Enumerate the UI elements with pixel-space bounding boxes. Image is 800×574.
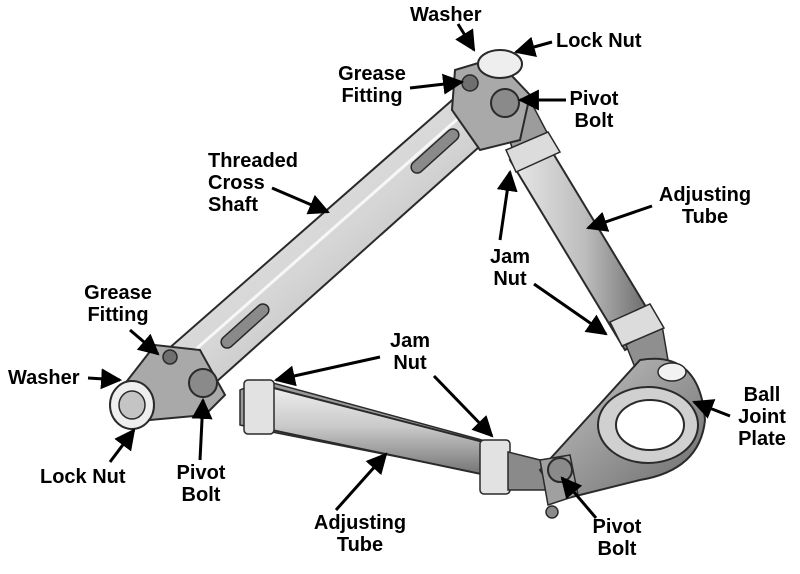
- label-line-1: Adjusting: [313, 512, 407, 534]
- arrow-jam-nut-right-down: [533, 282, 608, 336]
- arrow-washer-top: [455, 23, 476, 52]
- label-line-1: Adjusting: [658, 184, 752, 206]
- arrow-lock-nut-left: [108, 428, 136, 463]
- label-lock-nut-left: Lock Nut: [40, 466, 126, 488]
- label-line-2: Nut: [493, 268, 527, 290]
- label-line-1: Threaded: [208, 150, 299, 172]
- label-line-3: Plate: [738, 428, 786, 450]
- label-line-1: Jam: [389, 330, 431, 352]
- label-washer-top: Washer: [410, 4, 482, 26]
- label-jam-nut-right: Jam Nut: [480, 246, 540, 290]
- label-jam-nut-bottom: Jam Nut: [380, 330, 440, 374]
- arrow-threaded-cross-shaft: [271, 186, 330, 215]
- bottom-pivot-bolt: [539, 454, 579, 519]
- label-line-2: Fitting: [87, 304, 149, 326]
- arrow-adjusting-tube-bottom: [334, 452, 388, 511]
- label-line-2: Tube: [681, 206, 729, 228]
- label-ball-joint-plate: Ball Joint Plate: [724, 384, 800, 450]
- arrow-lock-nut-top: [513, 36, 553, 58]
- label-line-1: Grease: [338, 63, 406, 85]
- arrow-jam-nut-bottom-right: [432, 374, 494, 438]
- label-text: Washer: [410, 4, 482, 26]
- label-text: Lock Nut: [40, 466, 126, 488]
- label-pivot-bolt-bottom: Pivot Bolt: [582, 516, 652, 560]
- arrow-washer-left: [87, 368, 123, 390]
- label-adjusting-tube-bottom: Adjusting Tube: [300, 512, 420, 556]
- adjusting-tube-bottom: [239, 379, 549, 495]
- label-line-2: Bolt: [181, 484, 221, 506]
- label-washer-left: Washer: [8, 367, 80, 389]
- label-line-1: Pivot: [592, 516, 642, 538]
- label-line-2: Tube: [336, 534, 384, 556]
- label-grease-fitting-left: Grease Fitting: [70, 282, 166, 326]
- label-line-1: Grease: [84, 282, 152, 304]
- arrow-adjusting-tube-right: [586, 204, 653, 232]
- arrow-grease-fitting-top: [409, 73, 465, 95]
- label-threaded-cross-shaft: Threaded Cross Shaft: [208, 150, 298, 216]
- arrow-jam-nut-bottom-left: [273, 355, 381, 387]
- adjusting-tube-right: [499, 99, 671, 381]
- label-line-2: Nut: [393, 352, 427, 374]
- label-adjusting-tube-right: Adjusting Tube: [645, 184, 765, 228]
- label-line-1: Pivot: [176, 462, 226, 484]
- label-line-1: Ball: [743, 384, 781, 406]
- arrow-grease-fitting-left: [129, 328, 160, 356]
- arrow-ball-joint-plate: [692, 399, 731, 419]
- label-line-2: Cross: [208, 172, 265, 194]
- label-pivot-bolt-top: Pivot Bolt: [562, 88, 626, 132]
- label-pivot-bolt-left: Pivot Bolt: [166, 462, 236, 506]
- label-line-2: Bolt: [597, 538, 637, 560]
- arrow-pivot-bolt-bottom: [560, 476, 598, 519]
- callout-arrows: [87, 23, 731, 519]
- label-line-2: Fitting: [341, 85, 403, 107]
- label-line-2: Joint: [738, 406, 786, 428]
- label-line-1: Jam: [489, 246, 531, 268]
- label-line-2: Bolt: [574, 110, 614, 132]
- arrow-pivot-bolt-left: [191, 397, 213, 461]
- label-lock-nut-top: Lock Nut: [556, 30, 642, 52]
- ball-joint-plate: [538, 357, 707, 502]
- label-grease-fitting-top: Grease Fitting: [327, 63, 417, 107]
- label-text: Lock Nut: [556, 30, 642, 52]
- label-line-1: Pivot: [569, 88, 619, 110]
- threaded-cross-shaft: [148, 93, 500, 402]
- label-text: Washer: [8, 367, 80, 389]
- top-pivot-block: [450, 49, 532, 152]
- arrow-jam-nut-right-up: [496, 169, 518, 241]
- label-line-3: Shaft: [208, 194, 258, 216]
